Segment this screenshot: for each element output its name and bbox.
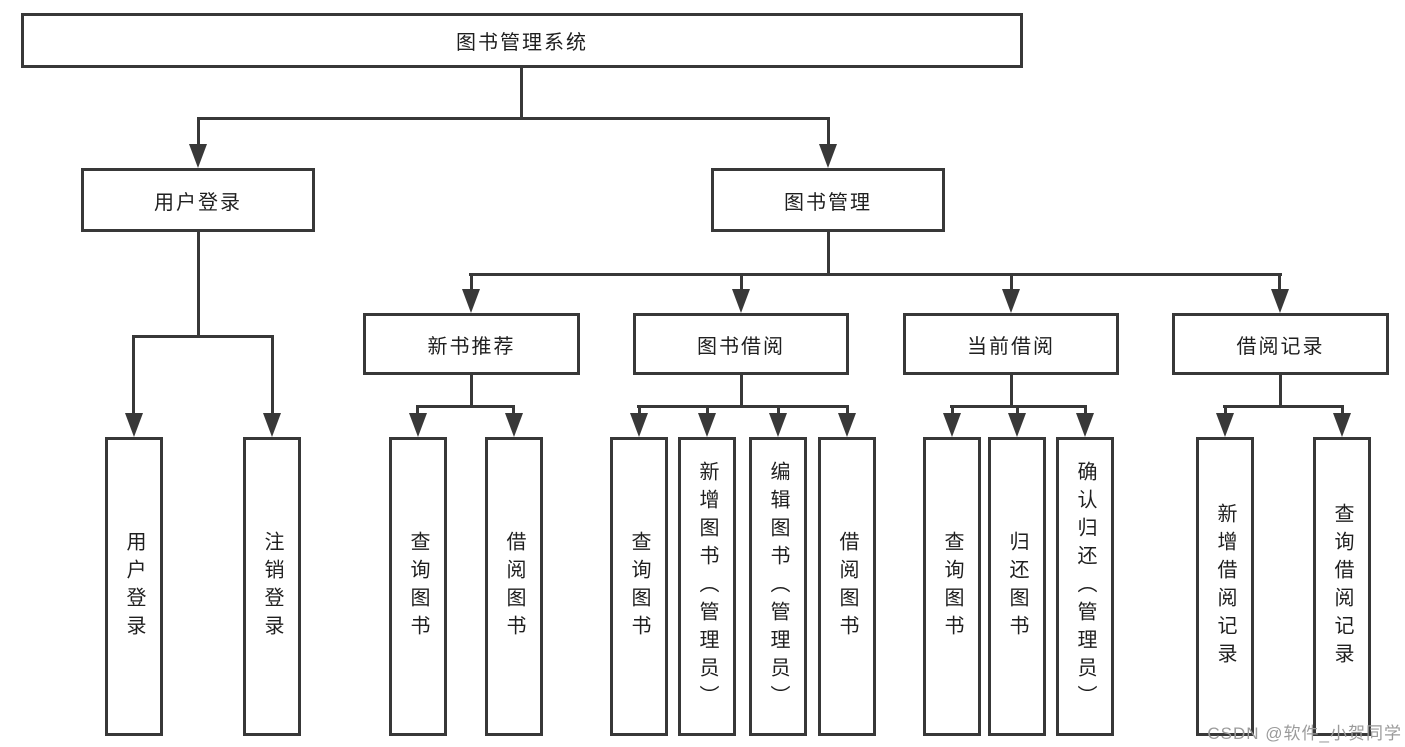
node-label: 编辑图书（管理员） xyxy=(767,460,789,713)
csdn-watermark: CSDN @软件_小贺同学 xyxy=(1207,724,1402,743)
arrow-down-icon xyxy=(462,289,480,313)
arrow-down-icon xyxy=(1271,289,1289,313)
connector-line xyxy=(827,117,830,147)
connector-line xyxy=(470,375,473,408)
connector-line xyxy=(827,232,830,276)
connector-line xyxy=(637,405,848,408)
arrow-down-icon xyxy=(732,289,750,313)
node-label: 用户登录 xyxy=(123,530,145,643)
connector-line xyxy=(846,405,849,417)
node-root: 图书管理系统 xyxy=(21,13,1023,68)
connector-line xyxy=(271,335,274,417)
arrow-down-icon xyxy=(1008,413,1026,437)
connector-line xyxy=(132,335,274,338)
node-leaf-add-borrow-record: 新增借阅记录 xyxy=(1196,437,1254,736)
arrow-down-icon xyxy=(1216,413,1234,437)
connector-line xyxy=(470,273,473,293)
node-label: 图书借阅 xyxy=(697,335,785,358)
node-leaf-query-books-recommend: 查询图书 xyxy=(389,437,447,736)
arrow-down-icon xyxy=(630,413,648,437)
node-label: 新增借阅记录 xyxy=(1214,502,1236,671)
arrow-down-icon xyxy=(1002,289,1020,313)
node-leaf-confirm-return-admin: 确认归还（管理员） xyxy=(1056,437,1114,736)
node-leaf-borrow-books-recommend: 借阅图书 xyxy=(485,437,543,736)
arrow-down-icon xyxy=(769,413,787,437)
node-leaf-edit-books-admin: 编辑图书（管理员） xyxy=(749,437,807,736)
arrow-down-icon xyxy=(263,413,281,437)
connector-line xyxy=(638,405,641,417)
connector-line xyxy=(777,405,780,417)
node-label: 新增图书（管理员） xyxy=(696,460,718,713)
node-leaf-borrow-books-borrowing: 借阅图书 xyxy=(818,437,876,736)
connector-line xyxy=(416,405,419,417)
node-label: 借阅图书 xyxy=(503,530,525,643)
arrow-down-icon xyxy=(838,413,856,437)
node-label: 注销登录 xyxy=(261,530,283,643)
connector-line xyxy=(1223,405,1343,408)
connector-line xyxy=(951,405,954,417)
node-leaf-query-books-current: 查询图书 xyxy=(923,437,981,736)
node-new-book-recommend: 新书推荐 xyxy=(363,313,580,375)
connector-line xyxy=(197,232,200,338)
node-leaf-query-books-borrowing: 查询图书 xyxy=(610,437,668,736)
node-user-login: 用户登录 xyxy=(81,168,315,232)
connector-line xyxy=(1224,405,1227,417)
connector-line xyxy=(469,273,1282,276)
connector-line xyxy=(1278,273,1281,293)
arrow-down-icon xyxy=(819,144,837,168)
connector-line xyxy=(132,335,135,417)
arrow-down-icon xyxy=(409,413,427,437)
connector-line xyxy=(197,117,830,120)
node-label: 借阅记录 xyxy=(1236,335,1325,358)
arrow-down-icon xyxy=(698,413,716,437)
arrow-down-icon xyxy=(125,413,143,437)
node-label: 图书管理系统 xyxy=(456,32,588,54)
node-label: 查询图书 xyxy=(407,530,429,643)
node-leaf-logout: 注销登录 xyxy=(243,437,301,736)
node-label: 图书管理 xyxy=(784,191,872,214)
node-label: 查询借阅记录 xyxy=(1331,502,1353,671)
connector-line xyxy=(1010,273,1013,293)
node-label: 查询图书 xyxy=(941,530,963,643)
node-label: 归还图书 xyxy=(1006,530,1028,643)
node-label: 用户登录 xyxy=(154,191,242,214)
node-label: 当前借阅 xyxy=(967,335,1055,358)
arrow-down-icon xyxy=(1333,413,1351,437)
node-leaf-return-books: 归还图书 xyxy=(988,437,1046,736)
connector-line xyxy=(706,405,709,417)
connector-line xyxy=(520,68,523,120)
node-label: 查询图书 xyxy=(628,530,650,643)
arrow-down-icon xyxy=(1076,413,1094,437)
connector-line xyxy=(512,405,515,417)
arrow-down-icon xyxy=(943,413,961,437)
arrow-down-icon xyxy=(189,144,207,168)
node-book-borrowing: 图书借阅 xyxy=(633,313,849,375)
connector-line xyxy=(1341,405,1344,417)
node-label: 借阅图书 xyxy=(836,530,858,643)
node-leaf-query-borrow-record: 查询借阅记录 xyxy=(1313,437,1371,736)
connector-line xyxy=(740,375,743,408)
connector-line xyxy=(1279,375,1282,408)
connector-line xyxy=(416,405,515,408)
node-current-borrowing: 当前借阅 xyxy=(903,313,1119,375)
connector-line xyxy=(1010,375,1013,408)
arrow-down-icon xyxy=(505,413,523,437)
node-leaf-add-books-admin: 新增图书（管理员） xyxy=(678,437,736,736)
connector-line xyxy=(1016,405,1019,417)
node-label: 确认归还（管理员） xyxy=(1074,460,1096,713)
connector-line xyxy=(1084,405,1087,417)
node-label: 新书推荐 xyxy=(427,335,516,358)
node-leaf-user-login: 用户登录 xyxy=(105,437,163,736)
connector-line xyxy=(740,273,743,293)
node-borrowing-records: 借阅记录 xyxy=(1172,313,1389,375)
node-book-management: 图书管理 xyxy=(711,168,945,232)
connector-line xyxy=(197,117,200,147)
